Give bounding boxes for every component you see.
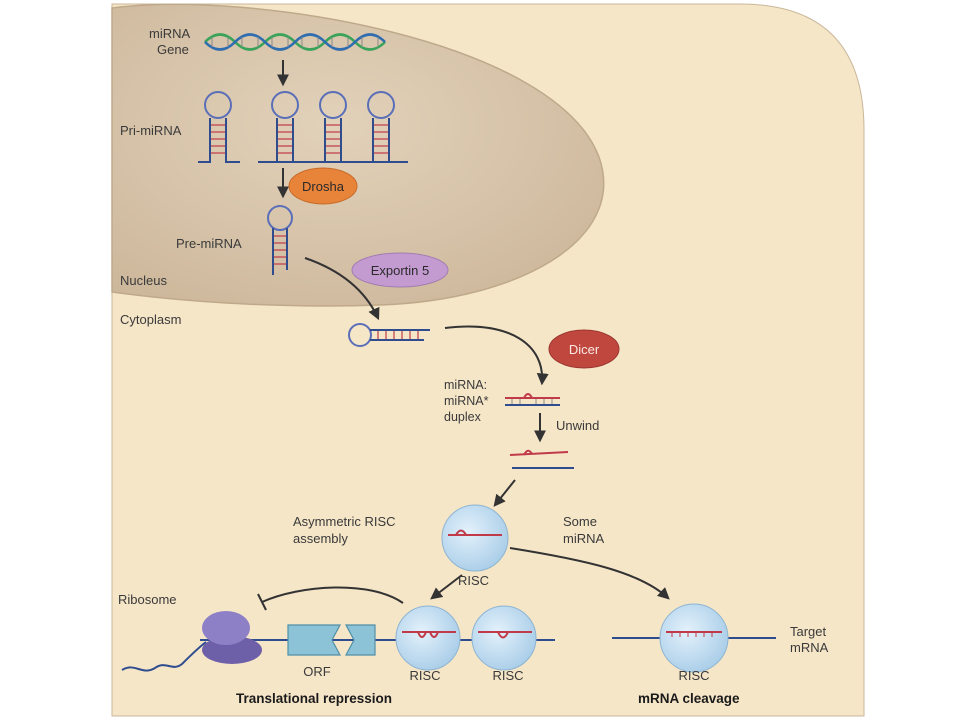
duplex-label-3: duplex <box>444 410 482 424</box>
arrow-to-cleavage <box>509 547 670 600</box>
orf-segment <box>287 624 376 656</box>
risc-assembly-label-1: Asymmetric RISC <box>293 514 396 529</box>
unwound-strands <box>509 449 574 469</box>
target-mrna-label-1: Target <box>790 624 827 639</box>
dicer-label: Dicer <box>569 342 600 357</box>
dicer-enzyme <box>548 329 620 369</box>
some-mirna-label-1: Some <box>563 514 597 529</box>
orf-label: ORF <box>303 664 331 679</box>
ribosome-icon <box>202 611 262 664</box>
arrow-dicer <box>444 325 549 386</box>
exportin-5-label: Exportin 5 <box>371 263 430 278</box>
nucleus <box>111 3 605 307</box>
risc-3-label: RISC <box>678 668 709 683</box>
some-mirna-label-2: miRNA <box>563 531 604 546</box>
pri-mirna-label: Pri-miRNA <box>120 123 182 138</box>
unwind-label: Unwind <box>556 418 599 433</box>
mrna-cleavage-title: mRNA cleavage <box>638 691 740 706</box>
duplex-label-1: miRNA: <box>444 378 487 392</box>
risc-3-mirna <box>666 631 722 637</box>
risc-assembly-label-2: assembly <box>293 531 348 546</box>
pri-mirna-hairpins <box>198 91 408 163</box>
duplex-label-2: miRNA* <box>444 394 489 408</box>
risc-complex-3 <box>659 603 729 673</box>
arrow-risc-assembly <box>493 479 516 507</box>
cytoplasm-label: Cytoplasm <box>120 312 181 327</box>
risc-arrow-label: RISC <box>458 573 489 588</box>
risc-2-label: RISC <box>492 668 523 683</box>
drosha-label: Drosha <box>302 179 345 194</box>
risc-mirna-bulge <box>455 529 467 536</box>
target-mrna-label-2: mRNA <box>790 640 829 655</box>
pre-mirna-label: Pre-miRNA <box>176 236 242 251</box>
risc-complex-assembly <box>441 504 509 572</box>
risc-1-mirna <box>402 631 456 638</box>
translational-repression-title: Translational repression <box>236 691 392 706</box>
mrna-5prime-tail <box>121 641 207 672</box>
risc-1-label: RISC <box>409 668 440 683</box>
inhibition-bar <box>257 593 267 611</box>
arrow-to-repression <box>430 574 463 600</box>
mirna-duplex <box>505 393 560 406</box>
ribosome-label: Ribosome <box>118 592 177 607</box>
cytoplasmic-pre-mirna <box>348 323 430 347</box>
pre-mirna-hairpin <box>267 205 293 275</box>
exportin-5-protein <box>351 252 449 288</box>
arrow-export <box>304 257 380 321</box>
risc-2-mirna <box>478 631 532 639</box>
mirna-gene-label-1: miRNA <box>149 26 190 41</box>
drosha-enzyme <box>288 167 358 205</box>
inhibition-line <box>261 586 404 604</box>
risc-complex-1 <box>395 605 461 671</box>
dna-helix-icon <box>204 33 386 51</box>
nucleus-label: Nucleus <box>120 273 167 288</box>
mirna-gene-label-2: Gene <box>157 42 189 57</box>
